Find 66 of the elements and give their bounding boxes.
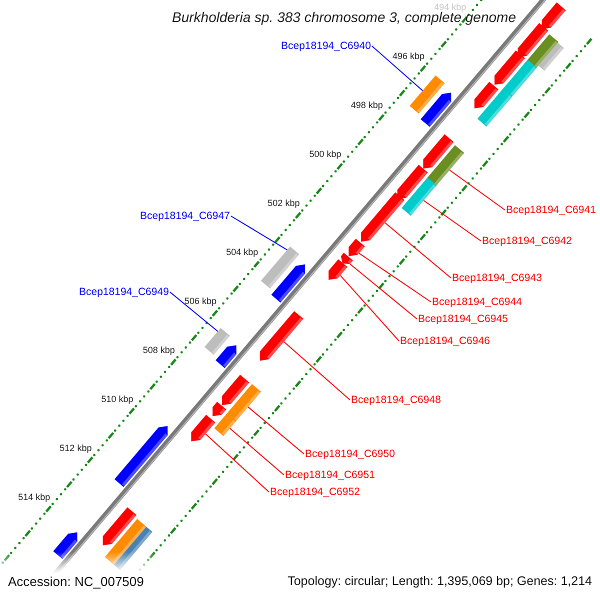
gene-feature [340,252,353,264]
tick-label: 512 kbp [60,442,92,453]
accession-text: Accession: NC_007509 [8,574,144,589]
gene-feature [518,23,548,58]
tick-label: 508 kbp [142,344,175,355]
leader-line [205,433,270,492]
gene-feature [410,75,445,114]
leader-line [248,406,304,454]
leader-line [229,428,284,476]
tick-label: 500 kbp [309,149,342,160]
gene-label: Bcep18194_C6950 [305,448,395,460]
leader-line [169,292,218,332]
gene-feature [260,246,300,288]
leader-line [350,264,418,320]
gene-feature [402,178,437,216]
gene-feature [494,50,525,85]
tick-label: 514 kbp [18,492,50,502]
gene-feature [102,507,136,546]
gene-feature [212,402,226,416]
gene-feature [348,238,365,256]
leader-line [358,252,432,302]
leader-line [283,341,350,400]
gene-feature [216,345,236,368]
gene-feature [538,42,564,71]
gene-label: Bcep18194_C6952 [270,486,360,498]
gene-feature [397,164,428,200]
gene-label: Bcep18194_C6942 [482,235,572,247]
gene-feature [204,328,230,355]
gene-feature [226,384,261,422]
gene-feature [420,92,452,127]
leader-line [340,274,400,342]
gene-label: Bcep18194_C6943 [452,272,542,284]
gene-feature [260,311,304,361]
tick-label: 496 kbp [392,51,425,62]
gene-feature [426,145,464,188]
gene-label: Bcep18194_C6945 [418,313,508,325]
gene-label: Bcep18194_C6949 [79,286,169,298]
tick-label: 506 kbp [184,296,217,306]
tick-label: 510 kbp [101,394,134,404]
gene-feature [477,88,512,127]
leader-line [423,200,482,242]
genome-info-text: Topology: circular; Length: 1,395,069 bp; Genes: 1,214 [288,574,592,588]
gene-feature [542,2,566,30]
tick-label: 504 kbp [226,247,258,257]
gene-feature [474,82,498,108]
gene-feature [214,413,236,436]
leader-line [371,46,424,92]
gene-feature [361,192,404,242]
leader-line [384,222,452,278]
gene-label: Bcep18194_C6948 [351,394,441,406]
tick-label: 502 kbp [268,198,300,208]
leader-line [449,170,506,210]
gene-feature [114,426,168,487]
gene-feature [271,264,306,303]
gene-feature [222,374,250,406]
gene-label: Bcep18194_C6947 [140,210,230,222]
gene-feature [423,134,454,169]
gene-label: Bcep18194_C6941 [506,204,596,216]
gene-label: Bcep18194_C6940 [281,40,371,52]
gene-label: Bcep18194_C6944 [432,296,522,308]
tick-label: 498 kbp [350,100,383,110]
gene-label: Bcep18194_C6946 [400,335,490,347]
gene-feature [328,259,348,280]
gene-feature [191,414,216,442]
gene-label: Bcep18194_C6951 [285,469,375,481]
leader-line [230,216,288,250]
